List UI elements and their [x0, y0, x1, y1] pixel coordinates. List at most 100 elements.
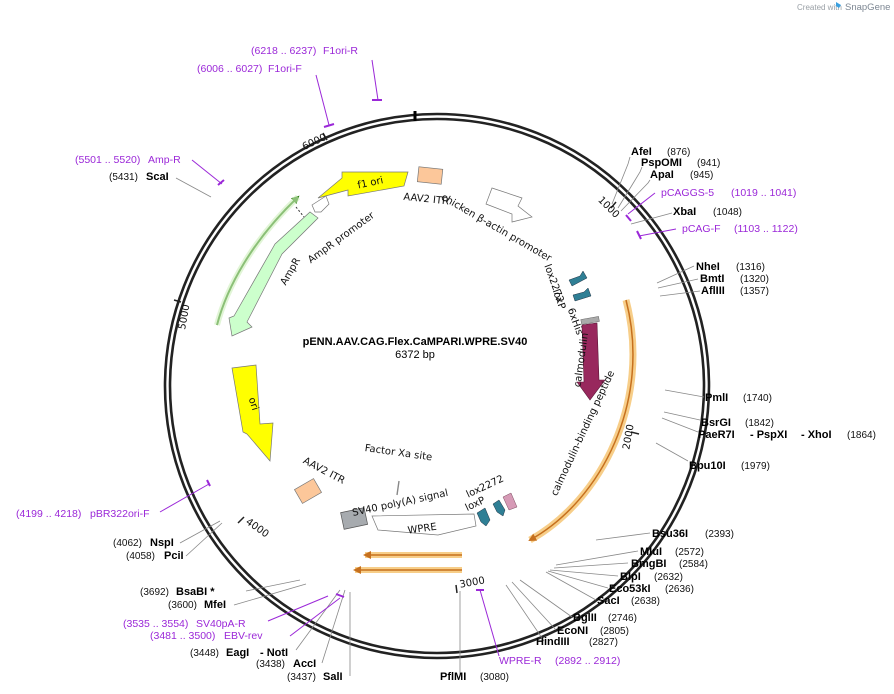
eco53ki-connector	[547, 570, 609, 589]
sv40-polya-label: SV40 poly(A) signal	[351, 488, 449, 519]
site-name: MfeI	[204, 599, 226, 611]
site-name: NspI	[150, 537, 174, 549]
primer-pbr322ori-f[interactable]: (4199 .. 4218)pBR322ori-F	[16, 508, 150, 520]
ampr-promoter-boundary	[295, 206, 305, 218]
factor-xa-label: Factor Xa site	[364, 443, 433, 463]
site-hindiii[interactable]: HindIII(2827)	[536, 636, 618, 648]
primer-range: (6006 .. 6027)	[197, 63, 262, 75]
site-nhei[interactable]: NheI(1316)	[696, 261, 765, 273]
primer-pcag-f[interactable]: pCAG-F(1103 .. 1122)	[682, 223, 798, 235]
primer-f1ori-f[interactable]: (6006 .. 6027)F1ori-F	[197, 63, 302, 75]
acci-connector	[321, 589, 346, 664]
site-apai[interactable]: ApaI(945)	[650, 169, 713, 181]
site-bsrgi[interactable]: BsrGI (1842)	[701, 417, 774, 429]
backbone-outer-strand	[163, 112, 711, 660]
site-name: MluI	[640, 546, 662, 558]
tick-5000	[173, 299, 182, 303]
pcaggs-5-connector	[627, 192, 656, 215]
pcii-connector	[185, 522, 223, 557]
primer-range: (1019 .. 1041)	[731, 187, 796, 199]
site-econi[interactable]: EcoNI(2805)	[557, 625, 629, 637]
site-name: BsrGI	[701, 417, 731, 429]
site-pos: (1979)	[741, 461, 770, 472]
site-bmti[interactable]: BmtI(1320)	[700, 273, 769, 285]
site-pcii[interactable]: PciI(4058)	[126, 550, 184, 562]
pmli-connector	[664, 389, 705, 398]
primer-name: EBV-rev	[224, 630, 263, 642]
pcaggs-5-mark	[625, 214, 632, 222]
site-pos: (1320)	[740, 274, 769, 285]
site-bsabi[interactable]: BsaBI *(3692)	[140, 586, 215, 598]
site-pos: (2584)	[679, 559, 708, 570]
f1ori-f-mark	[323, 123, 335, 128]
primer-ebv-rev[interactable]: (3481 .. 3500) EBV-rev	[150, 630, 263, 642]
site-pos: (3448)	[190, 648, 219, 659]
primer-f1ori-r[interactable]: (6218 .. 6237)F1ori-R	[251, 45, 358, 57]
pspomi-connector	[617, 166, 643, 209]
ampr-promoter-arrow	[311, 195, 330, 213]
bsabi-connector	[245, 579, 301, 592]
cba-promoter-arrow	[485, 187, 533, 223]
orf-arrow-right	[528, 299, 634, 541]
site-pos: (5431)	[109, 172, 138, 183]
f1ori-f-connector	[315, 74, 330, 126]
primer-pcaggs-5[interactable]: pCAGGS-5(1019 .. 1041)	[661, 187, 796, 199]
pcag-f-connector	[638, 228, 677, 237]
site-afei[interactable]: AfeI(876)	[631, 146, 690, 158]
site-pflmi[interactable]: PflMI(3080)	[440, 671, 509, 683]
site-pos: (2572)	[675, 547, 704, 558]
amp-r-connector	[191, 159, 223, 185]
site-pmli[interactable]: PmlI(1740)	[705, 392, 772, 404]
site-pos: (1357)	[740, 286, 769, 297]
nspi-connector	[179, 520, 221, 544]
site-bmgbi[interactable]: BmgBI(2584)	[631, 558, 708, 570]
site-pspomi[interactable]: PspOMI(941)	[641, 157, 720, 169]
site-blpi[interactable]: BlpI(2632)	[620, 571, 683, 583]
primer-range: (5501 .. 5520)	[75, 154, 140, 166]
site-pos: (1740)	[743, 393, 772, 404]
tick-label-2000: 2000	[621, 423, 636, 450]
site-paer7i-pspxi-xhoi[interactable]: PaeR7I - PspXI - XhoI (1864)	[698, 429, 876, 441]
site-bpu10i[interactable]: Bpu10I(1979)	[689, 460, 770, 472]
blpi-connector	[549, 569, 619, 577]
tick-label-3000: 3000	[459, 575, 486, 590]
f1-ori-arrow	[317, 171, 409, 199]
primer-range: (3481 .. 3500)	[150, 630, 215, 642]
ori-arrow	[231, 364, 274, 462]
site-bsu36i[interactable]: Bsu36I(2393)	[652, 528, 734, 540]
wpre-box	[371, 513, 477, 536]
primer-name: WPRE-R	[499, 655, 542, 667]
site-xbai[interactable]: XbaI(1048)	[673, 206, 742, 218]
tick-label-5000: 5000	[177, 304, 192, 331]
site-nspi[interactable]: NspI(4062)	[113, 537, 174, 549]
primer-wpre-r[interactable]: WPRE-R(2892 .. 2912)	[499, 655, 620, 667]
site-scai[interactable]: ScaI(5431)	[109, 171, 169, 183]
site-pos: (1842)	[745, 418, 774, 429]
aav2-itr-bottom-box	[293, 478, 323, 504]
site-afliii[interactable]: AflIII (1357)	[701, 285, 769, 297]
tick-3000	[455, 584, 458, 594]
primer-amp-r[interactable]: (5501 .. 5520)Amp-R	[75, 154, 181, 166]
site-acci[interactable]: AccI(3438)	[256, 658, 316, 670]
xbai-connector	[630, 212, 673, 225]
site-saci[interactable]: SacI(2638)	[597, 595, 660, 607]
site-name: BglII	[573, 612, 597, 624]
site-sali[interactable]: SalI(3437)	[287, 671, 343, 683]
site-name: AflIII	[701, 285, 725, 297]
credit-prefix: Created with	[797, 3, 842, 12]
site-eco53ki[interactable]: Eco53kI(2636)	[609, 583, 694, 595]
credit-brand: SnapGene	[845, 2, 890, 13]
tick-4000	[237, 516, 245, 524]
site-mlui[interactable]: MluI (2572)	[640, 546, 704, 558]
primer-sv40pa-r[interactable]: (3535 .. 3554)SV40pA-R	[123, 618, 246, 630]
site-eagi-noti[interactable]: EagI (3448) - NotI	[190, 647, 288, 659]
primer-name: F1ori-R	[323, 45, 358, 57]
site-bglii[interactable]: BglII(2746)	[573, 612, 637, 624]
site-mfei[interactable]: MfeI(3600)	[168, 599, 226, 611]
site-name: HindIII	[536, 636, 570, 648]
bsrgi-connector	[663, 411, 701, 421]
mlui-connector	[555, 550, 639, 566]
eagi-connector	[295, 589, 341, 651]
site-name: - PspXI	[750, 429, 787, 441]
site-name: SacI	[597, 595, 620, 607]
